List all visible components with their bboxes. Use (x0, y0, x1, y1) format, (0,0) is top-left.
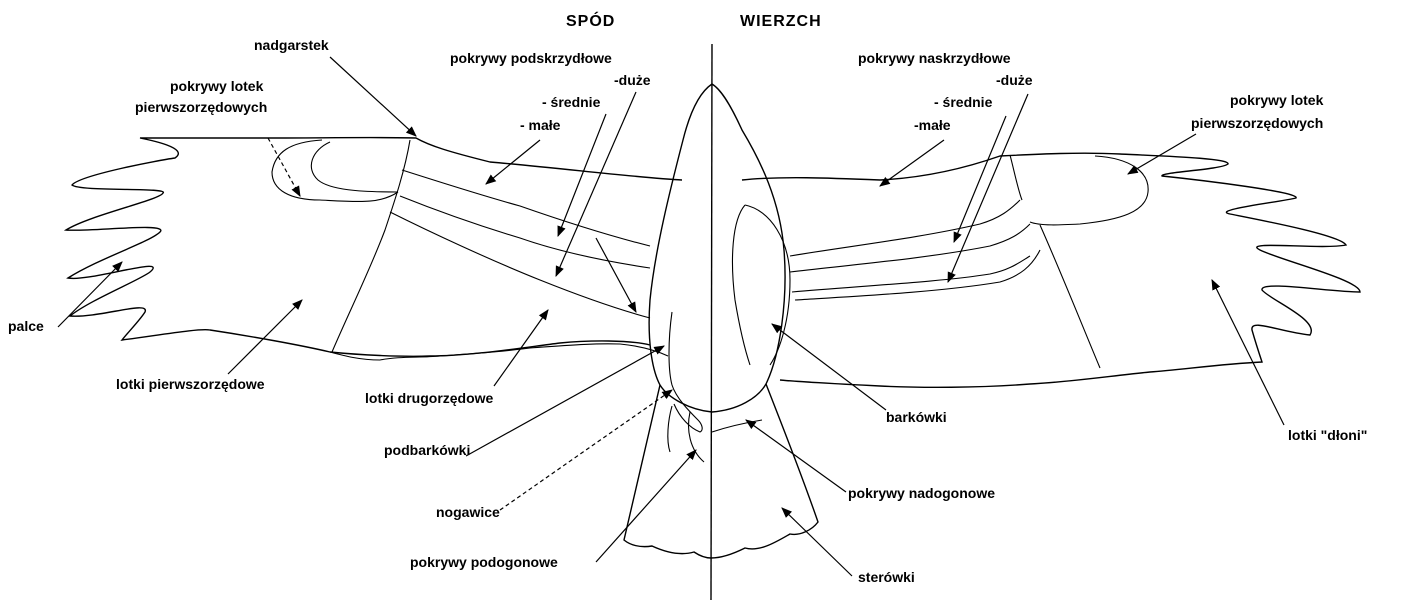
label-naskrzydlowe-duze: -duże (996, 72, 1033, 88)
arrow-lotki-pierwszorzedowe (228, 300, 302, 374)
right-covert-band-2 (790, 224, 1030, 272)
label-naskrzydlowe-srednie: - średnie (934, 94, 993, 110)
label-lotki-dloni: lotki "dłoni" (1288, 427, 1367, 443)
bird-outline (66, 44, 1360, 600)
label-lotki-pierwszorzedowe: lotki pierwszorzędowe (116, 376, 265, 392)
label-pokrywy-lotek-left-2: pierwszorzędowych (135, 99, 267, 115)
leg-left (669, 312, 702, 432)
label-barkowki: barkówki (886, 409, 947, 425)
label-lotki-drugorzedowe: lotki drugorzędowe (365, 390, 494, 406)
label-nadgarstek: nadgarstek (254, 37, 329, 53)
arrow-lotki-dloni (1212, 280, 1284, 425)
arrow-pokrywy-podogonowe (596, 450, 696, 562)
tail-left-under-coverts (668, 406, 704, 462)
arrow-podskrzydlowe-duze (556, 92, 636, 276)
label-pokrywy-lotek-right-1: pokrywy lotek (1230, 92, 1324, 108)
left-wing-leading-edge (66, 138, 682, 357)
label-podbarkowki: podbarkówki (384, 442, 470, 458)
label-podskrzydlowe-duze: -duże (614, 72, 651, 88)
arrow-nadgarstek (330, 57, 416, 136)
label-palce: palce (8, 318, 44, 334)
label-pokrywy-podogonowe: pokrywy podogonowe (410, 554, 558, 570)
arrow-barkowki (772, 324, 886, 410)
left-wing-divider (332, 140, 410, 352)
right-wing-divider-1 (1010, 155, 1022, 200)
label-nogawice: nogawice (436, 504, 500, 520)
arrow-podbarkowki-lower (466, 346, 664, 456)
label-podskrzydlowe-srednie: - średnie (542, 94, 601, 110)
header-upperside: WIERZCH (740, 13, 822, 30)
left-covert-band-1 (402, 170, 650, 246)
tail-left-outline (624, 385, 711, 558)
arrow-podbarkowki (596, 238, 636, 312)
right-covert-band-3 (792, 256, 1030, 292)
left-primary-coverts (272, 140, 398, 202)
arrow-pokrywy-nadogonowe (746, 420, 846, 492)
label-naskrzydlowe: pokrywy naskrzydłowe (858, 50, 1011, 66)
arrow-palce (58, 262, 122, 327)
right-wing-leading-edge (742, 153, 1360, 387)
arrow-naskrzydlowe-male (880, 140, 944, 186)
right-primary-coverts (1030, 156, 1148, 225)
label-pokrywy-lotek-right-2: pierwszorzędowych (1191, 115, 1323, 131)
label-pokrywy-nadogonowe: pokrywy nadogonowe (848, 485, 995, 501)
arrow-naskrzydlowe-duze (948, 94, 1028, 282)
right-covert-band-1 (790, 200, 1020, 256)
arrow-naskrzydlowe-srednie (954, 116, 1006, 242)
label-sterowki: sterówki (858, 569, 915, 585)
header-underside: SPÓD (566, 11, 615, 30)
label-naskrzydlowe-male: -małe (914, 117, 951, 133)
label-podskrzydlowe-male: - małe (520, 117, 561, 133)
arrow-nogawice (500, 390, 672, 510)
left-wing-trailing-edge (330, 344, 668, 360)
label-pokrywy-lotek-left-1: pokrywy lotek (170, 78, 264, 94)
arrow-lotki-drugorzedowe (494, 310, 548, 386)
label-podskrzydlowe: pokrywy podskrzydłowe (450, 50, 612, 66)
arrow-pokrywy-lotek-right (1128, 134, 1196, 174)
right-wing-divider-2 (1040, 225, 1100, 368)
center-divider-line (711, 44, 712, 600)
left-covert-band-2 (400, 196, 650, 268)
